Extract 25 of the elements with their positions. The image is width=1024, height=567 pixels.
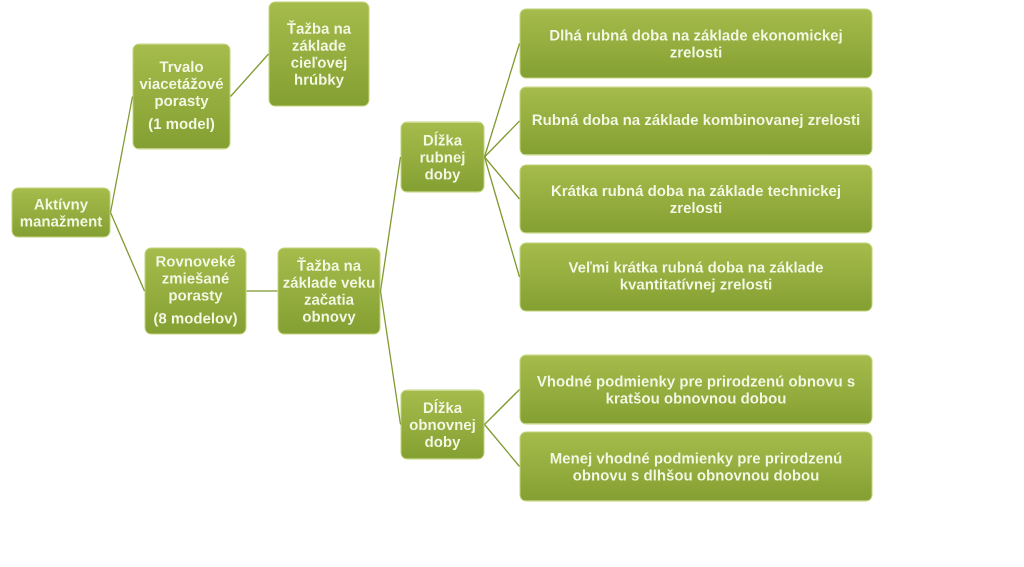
connector-line — [109, 95, 134, 214]
process-box: Veľmi krátka rubná doba na základe kvantitatívnej zrelosti — [519, 242, 873, 312]
process-box: Ťažba na základe cieľovej hrúbky — [268, 1, 370, 107]
connector-line — [483, 120, 521, 158]
process-box: Rubná doba na základe kombinovanej zrelosti — [519, 86, 873, 156]
connector-line — [379, 290, 402, 426]
connector-line — [483, 388, 521, 426]
connector-line — [379, 156, 402, 292]
connector-line — [483, 156, 521, 278]
process-box: Ťažba na základe veku začatia obnovy — [277, 247, 381, 335]
connector-line — [229, 53, 270, 98]
process-box: Trvalo viacetážové porasty (1 model) — [132, 43, 231, 150]
connector-line — [245, 290, 279, 292]
connector-line — [483, 42, 521, 158]
process-box: Dĺžka obnovnej doby — [400, 389, 485, 460]
process-box: Vhodné podmienky pre prirodzenú obnovu s kratšou obnovnou dobou — [519, 354, 873, 425]
connector-line — [483, 156, 521, 200]
process-box: Rovnoveké zmiešané porasty (8 modelov) — [144, 247, 247, 335]
process-box: Krátka rubná doba na základe technickej zrelosti — [519, 164, 873, 234]
process-box: Dlhá rubná doba na základe ekonomickej zrelosti — [519, 8, 873, 79]
process-box: Dĺžka rubnej doby — [400, 121, 485, 193]
connector-line — [483, 423, 521, 468]
process-box: Menej vhodné podmienky pre prirodzenú obnovu s dlhšou obnovnou dobou — [519, 431, 873, 502]
connector-line — [109, 211, 146, 292]
process-box: Aktívny manažment — [11, 187, 111, 238]
